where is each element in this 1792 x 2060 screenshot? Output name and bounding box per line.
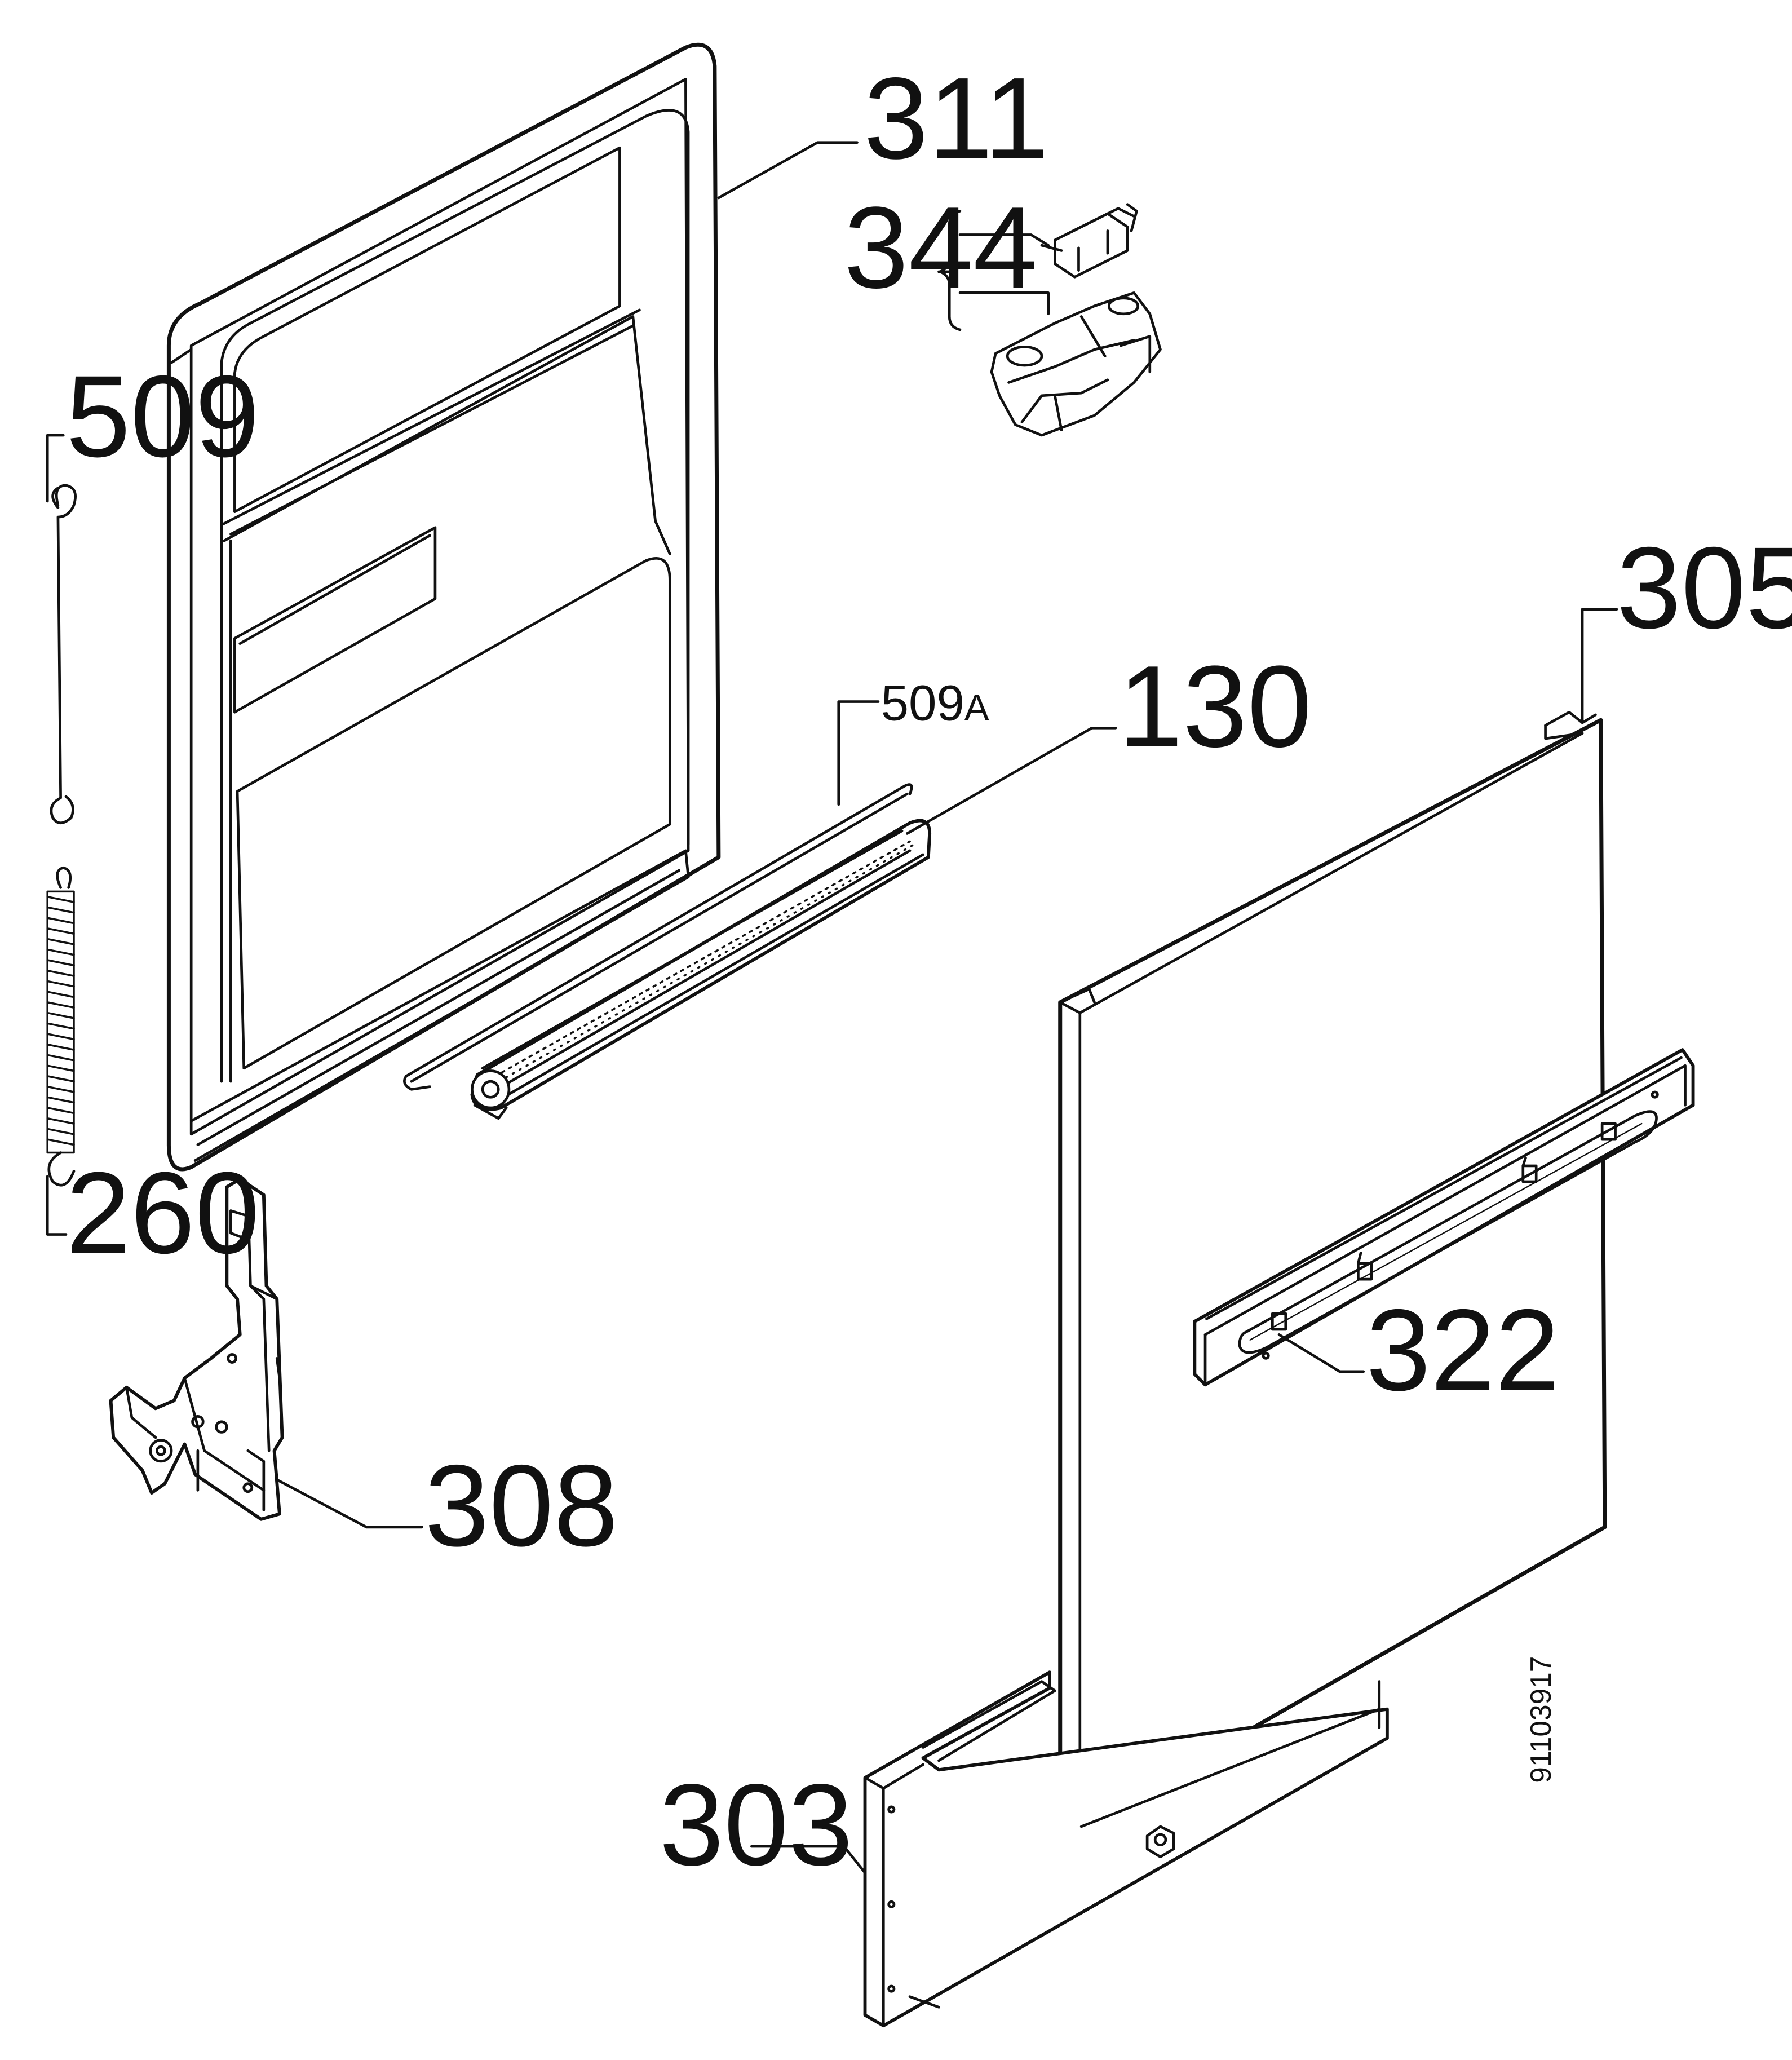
drawing-code: 91103917 <box>1524 1656 1557 1783</box>
handle-bar-322 <box>1193 1048 1695 1387</box>
label-322: 322 <box>1366 1285 1559 1415</box>
kick-plate-303 <box>863 1670 1389 2028</box>
label-509a-number: 509 <box>881 675 964 731</box>
label-130: 130 <box>1118 642 1312 771</box>
label-303: 303 <box>660 1760 853 1890</box>
label-509a: 509A <box>881 675 989 731</box>
label-260: 260 <box>66 1148 259 1277</box>
seal-130 <box>470 819 932 1120</box>
catch-assembly-344 <box>990 203 1162 437</box>
tension-spring-260 <box>46 866 76 1187</box>
label-311: 311 <box>864 54 1048 183</box>
label-305: 305 <box>1617 523 1792 653</box>
hose-rod-509a <box>403 783 913 1091</box>
label-344: 344 <box>844 183 1037 312</box>
hinge-308 <box>109 1177 284 1521</box>
leader-lines <box>46 141 1618 1875</box>
label-308: 308 <box>424 1441 618 1571</box>
label-509: 509 <box>66 351 259 481</box>
inner-door-311 <box>166 42 721 1172</box>
hook-spring-509 <box>50 484 77 825</box>
label-509a-suffix: A <box>964 687 989 728</box>
